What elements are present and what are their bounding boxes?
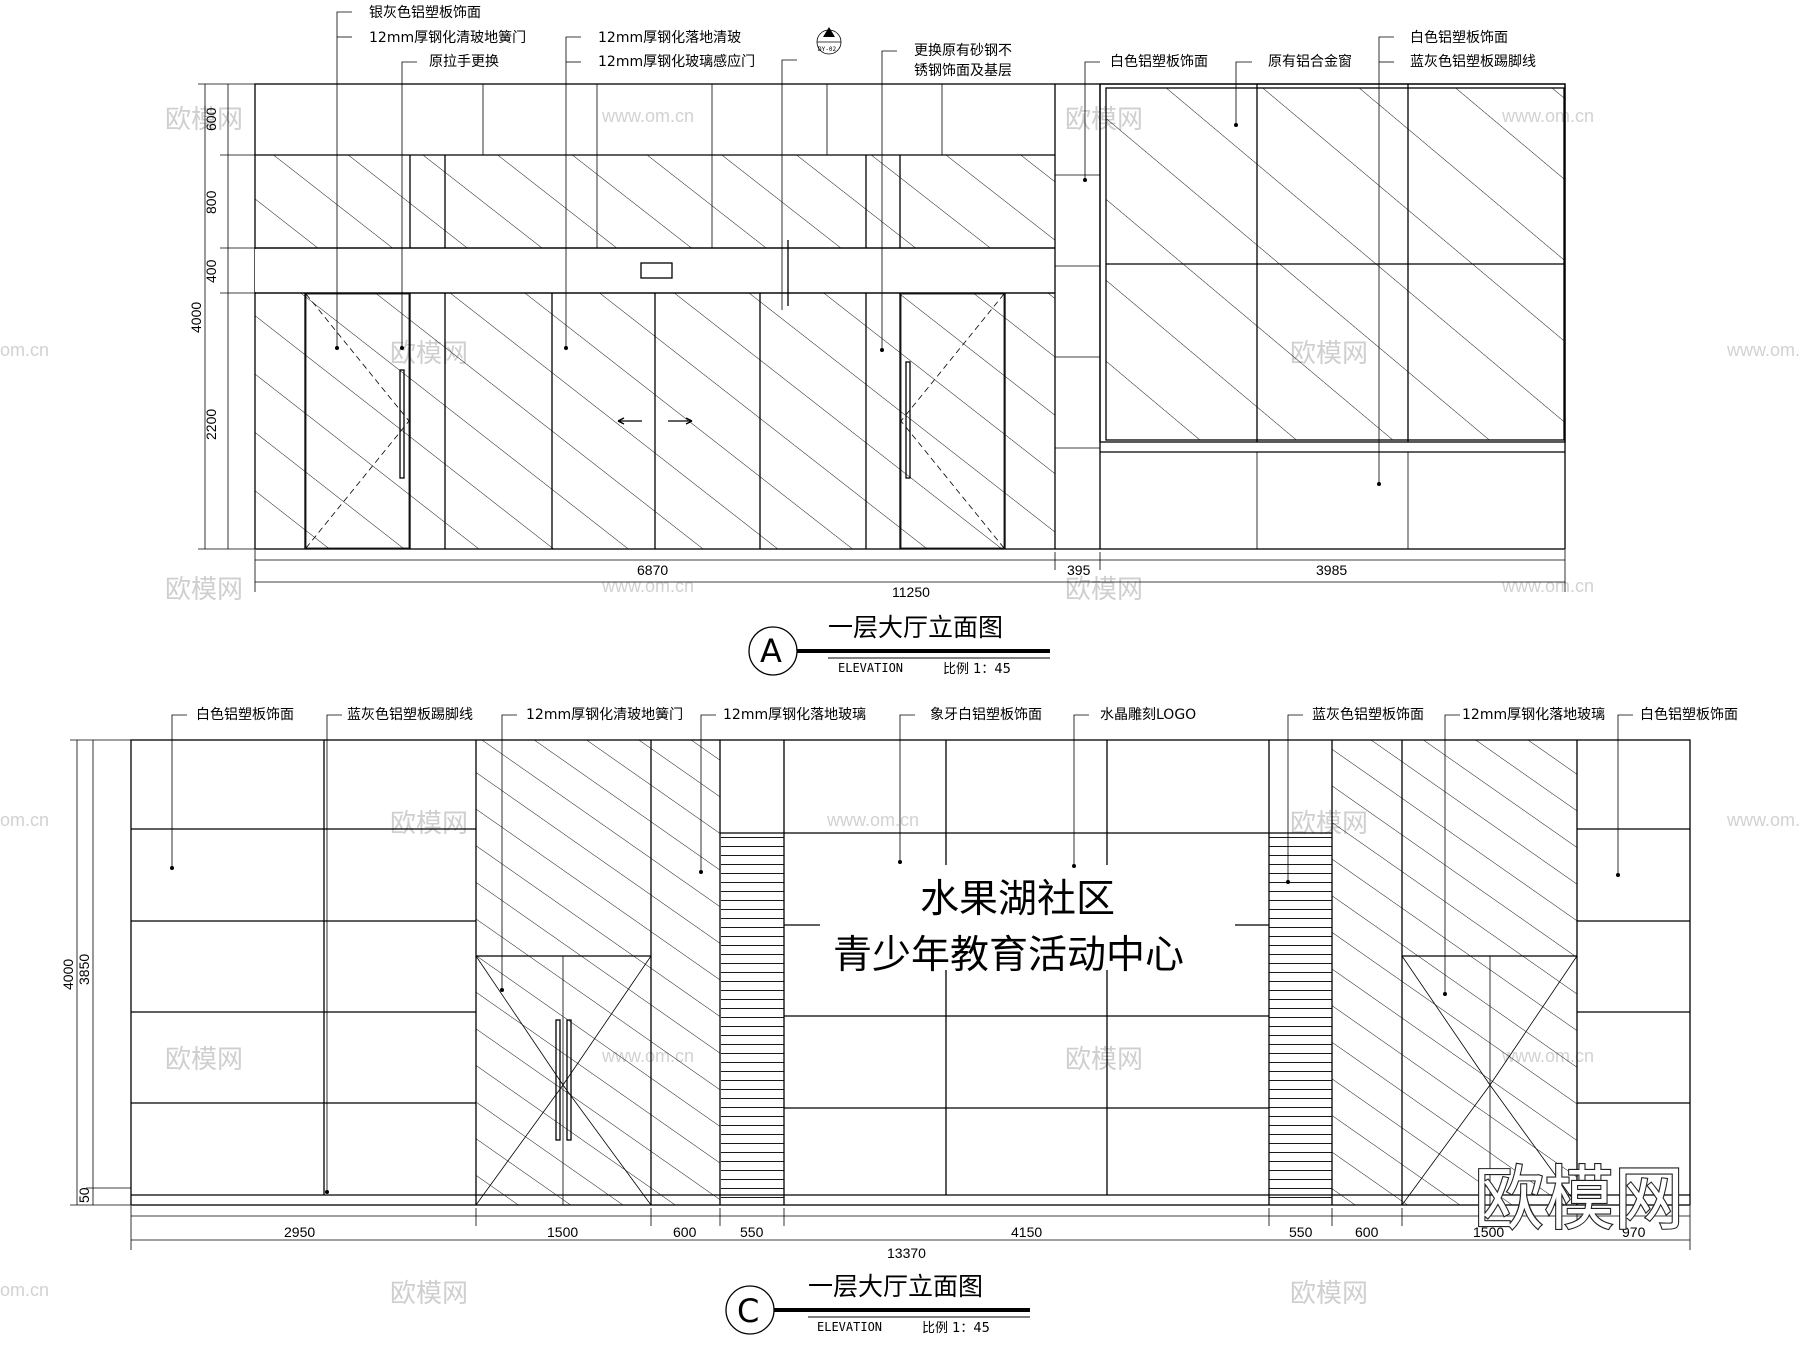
elevation-a-outline [254,83,1566,550]
elevation-a: DY-02 银灰色铝塑板饰面 12mm厚钢化清玻地簧门 原拉手更换 12mm厚钢… [188,4,1566,677]
watermark-brand: 欧模网 [165,1045,243,1075]
annotation-c-7: 12mm厚钢化落地玻璃 [1462,706,1605,723]
watermark-brand: 欧模网 [1065,575,1143,605]
hdim-c-13370: 13370 [887,1245,926,1261]
annotations-c: 白色铝塑板饰面 蓝灰色铝塑板踢脚线 12mm厚钢化清玻地簧门 12mm厚钢化落地… [196,706,1738,723]
watermark-logo: 欧模网 [1474,1158,1684,1240]
title-a-name: 一层大厅立面图 [828,613,1003,642]
watermark-url: www.om.cn [601,106,694,126]
watermark-url: www.om.cn [1726,810,1800,830]
watermark-url: www.om.cn [1726,340,1800,360]
hdim-a-11250: 11250 [892,584,930,600]
annotation-c-6: 蓝灰色铝塑板饰面 [1312,706,1424,723]
vdim-a-800: 800 [203,190,219,214]
horizontal-dims-c: 2950 1500 600 550 4150 550 600 1500 970 … [130,1206,1691,1261]
hdim-c-970: 970 [1622,1224,1646,1240]
glass-hatch-c [476,740,1577,1205]
annotation-a-10: 蓝灰色铝塑板踢脚线 [1410,53,1536,70]
watermark-brand: 欧模网 [1290,1279,1368,1309]
hdim-a-395: 395 [1067,562,1091,578]
annotation-a-5: 更换原有砂钢不 [914,42,1012,59]
hdim-a-3985: 3985 [1316,562,1347,578]
vdim-a-4000: 4000 [188,302,204,333]
annotation-a-3: 12mm厚钢化落地清玻 [598,30,741,46]
section-marker-label: DY-02 [818,46,836,53]
annotation-c-3: 12mm厚钢化落地玻璃 [723,706,866,723]
vdim-c-3850: 3850 [76,954,92,985]
title-block-c: C 一层大厅立面图 ELEVATION 比例 1：45 [725,1272,1030,1336]
logo-line-1: 水果湖社区 [920,877,1115,922]
logo-line-2: 青少年教育活动中心 [833,933,1184,978]
vdim-a-400: 400 [203,259,219,283]
hdim-c-550-right: 550 [1289,1224,1313,1240]
watermark-brand: 欧模网 [1065,1045,1143,1075]
vertical-dims-a: 600 800 400 2200 4000 [188,83,255,550]
annotation-a-4: 12mm厚钢化玻璃感应门 [598,53,755,70]
vdim-a-600: 600 [203,107,219,131]
annotation-c-2: 12mm厚钢化清玻地簧门 [526,707,683,723]
hdim-c-2950: 2950 [284,1224,315,1240]
title-a-letter: A [760,632,782,670]
hdim-c-1500-right: 1500 [1473,1224,1504,1240]
hdim-c-4150: 4150 [1011,1224,1042,1240]
hdim-c-1500: 1500 [547,1224,578,1240]
watermark-url: www.om.cn [601,576,694,596]
title-c-name: 一层大厅立面图 [808,1272,983,1301]
watermark-url: om.cn [0,810,49,830]
vdim-a-2200: 2200 [203,409,219,440]
annotation-c-0: 白色铝塑板饰面 [196,706,294,723]
section-marker: DY-02 [816,27,842,55]
title-block-a: A 一层大厅立面图 ELEVATION 比例 1：45 [748,613,1050,677]
elevation-c-outline [130,739,1691,1206]
annotation-a-1: 12mm厚钢化清玻地簧门 [369,30,526,46]
glass-hatch-a [255,88,1564,549]
hdim-a-6870: 6870 [637,562,668,578]
leaders-a [335,11,1394,486]
title-a-scale: 比例 1：45 [943,662,1011,677]
vdim-c-4000: 4000 [60,959,76,990]
watermark-brand: 欧模网 [390,809,468,839]
watermark-url: om.cn [0,340,49,360]
hdim-c-550: 550 [740,1224,764,1240]
watermark-url: om.cn [0,1280,49,1300]
watermark-url: www.om.cn [826,810,919,830]
vertical-dims-c: 4000 3850 50 [60,739,131,1206]
annotation-c-5: 水晶雕刻LOGO [1100,707,1196,723]
title-c-scale: 比例 1：45 [922,1321,990,1336]
crystal-logo: 水果湖社区 青少年教育活动中心 [833,877,1184,978]
elevation-c: 水果湖社区 青少年教育活动中心 白色铝塑板饰面 [60,706,1738,1336]
vdim-c-50: 50 [76,1187,92,1203]
annotation-a-6: 锈钢饰面及基层 [914,62,1012,79]
annotation-a-8: 原有铝合金窗 [1268,53,1352,70]
annotation-a-7: 白色铝塑板饰面 [1110,53,1208,70]
annotation-a-0: 银灰色铝塑板饰面 [369,4,481,21]
annotation-a-2: 原拉手更换 [429,53,499,70]
annotation-a-9: 白色铝塑板饰面 [1410,29,1508,46]
leaders-c [170,714,1633,1194]
horizontal-dims-a: 6870 395 3985 11250 [254,550,1566,600]
title-c-subtitle: ELEVATION [817,1320,882,1334]
annotation-c-8: 白色铝塑板饰面 [1640,706,1738,723]
watermark-url: www.om.cn [1501,576,1594,596]
watermark-brand: 欧模网 [165,105,243,135]
annotation-c-1: 蓝灰色铝塑板踢脚线 [347,706,473,723]
watermark-brand: 欧模网 [165,575,243,605]
title-c-letter: C [737,1292,759,1330]
watermark-brand: 欧模网 [390,1279,468,1309]
annotation-c-4: 象牙白铝塑板饰面 [930,707,1042,723]
annotations-a: 银灰色铝塑板饰面 12mm厚钢化清玻地簧门 原拉手更换 12mm厚钢化落地清玻 … [369,4,1536,79]
title-a-subtitle: ELEVATION [838,661,903,675]
hdim-c-600-right: 600 [1355,1224,1379,1240]
hdim-c-600: 600 [673,1224,697,1240]
